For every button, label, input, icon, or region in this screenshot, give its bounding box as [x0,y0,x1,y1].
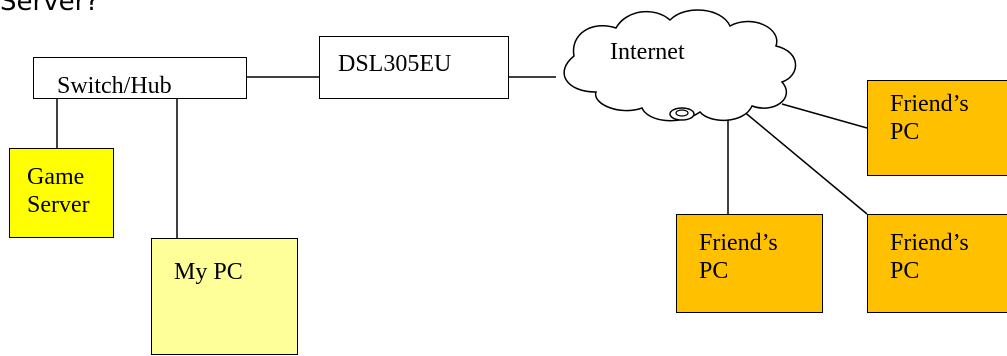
friend-pc-label-line1: Friend’s [890,230,969,256]
my-pc-label: My PC [174,259,243,285]
cloud-tail-bubble-small [675,109,689,117]
dsl-modem-node: DSL305EU [319,36,509,99]
switch-hub-label: Switch/Hub [57,73,172,99]
internet-label: Internet [610,39,685,65]
friend-pc-label-line1: Friend’s [699,230,778,256]
friend-pc-label-line1: Friend’s [890,91,969,117]
my-pc-node: My PC [151,238,298,355]
dsl-modem-label: DSL305EU [338,51,452,77]
internet-to-friend-pc-right-line [741,109,868,215]
friend-pc-label-line2: PC [699,258,729,284]
partial-header-text: Server? [0,0,100,17]
internet-cloud-shape [563,9,797,122]
friend-pc-label-line2: PC [890,258,920,284]
switch-hub-node: Switch/Hub [33,57,247,99]
game-server-node: Game Server [9,148,114,238]
game-server-label-line1: Game [27,164,85,190]
friend-pc-node: Friend’s PC [676,214,823,313]
friend-pc-node: Friend’s PC [867,80,1007,176]
friend-pc-label-line2: PC [890,119,920,145]
game-server-label-line2: Server [27,192,90,218]
internet-to-friend-pc-top-line [781,103,868,129]
friend-pc-node: Friend’s PC [867,214,1007,313]
